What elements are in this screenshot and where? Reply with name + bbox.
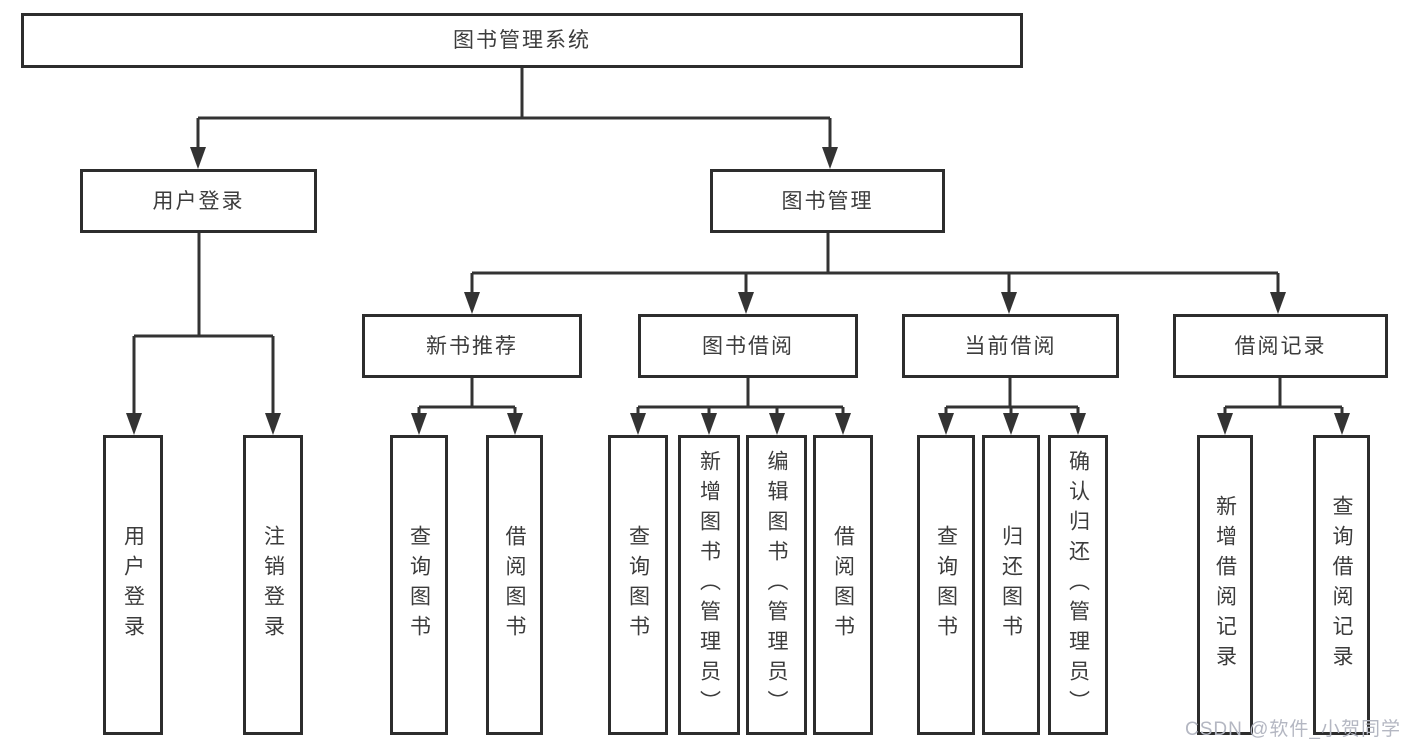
node-edit-book-admin: 编辑图书（管理员） bbox=[746, 435, 807, 735]
node-return-book: 归还图书 bbox=[982, 435, 1040, 735]
node-borrow-book: 借阅图书 bbox=[813, 435, 873, 735]
node-query-book-borrowing: 查询图书 bbox=[608, 435, 668, 735]
node-user-login-group: 用户登录 bbox=[80, 169, 317, 233]
node-book-borrowing: 图书借阅 bbox=[638, 314, 858, 378]
node-borrow-book-recommend: 借阅图书 bbox=[486, 435, 543, 735]
node-logout: 注销登录 bbox=[243, 435, 303, 735]
node-add-book-admin: 新增图书（管理员） bbox=[678, 435, 740, 735]
node-query-book-recommend: 查询图书 bbox=[390, 435, 448, 735]
node-current-borrowing: 当前借阅 bbox=[902, 314, 1119, 378]
node-new-book-recommend: 新书推荐 bbox=[362, 314, 582, 378]
node-query-borrow-record: 查询借阅记录 bbox=[1313, 435, 1370, 735]
node-add-borrow-record: 新增借阅记录 bbox=[1197, 435, 1253, 735]
node-query-book-current: 查询图书 bbox=[917, 435, 975, 735]
node-borrowing-records: 借阅记录 bbox=[1173, 314, 1388, 378]
node-root: 图书管理系统 bbox=[21, 13, 1023, 68]
csdn-watermark: CSDN @软件_小贺同学 bbox=[1185, 719, 1401, 740]
node-user-login: 用户登录 bbox=[103, 435, 163, 735]
node-confirm-return-admin: 确认归还（管理员） bbox=[1048, 435, 1108, 735]
node-book-management: 图书管理 bbox=[710, 169, 945, 233]
